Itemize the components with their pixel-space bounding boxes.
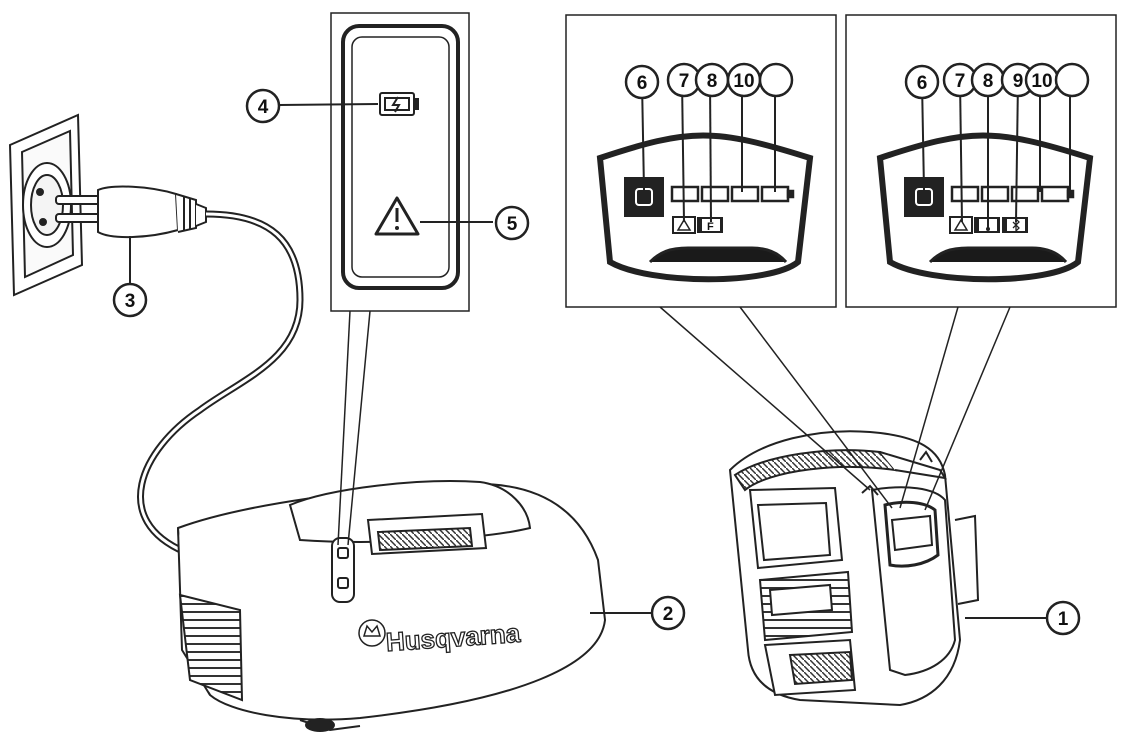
callout-label-right-7: 7 — [955, 71, 966, 92]
battery-charging-icon — [379, 92, 419, 116]
charger — [176, 480, 607, 732]
callout-label-right-6: 6 — [917, 73, 928, 94]
panel-warning-icon — [949, 216, 973, 234]
callout-label-1: 1 — [1058, 609, 1069, 630]
charger-detail-box — [330, 12, 470, 546]
callout-label-3: 3 — [125, 291, 136, 312]
callout-label-right-9: 9 — [1013, 71, 1024, 92]
battery-panel-detail-right — [845, 14, 1117, 511]
power-cable — [137, 210, 304, 556]
panel-temperature-icon: F — [697, 217, 723, 233]
warning-triangle-icon — [374, 196, 420, 236]
callout-label-right-8: 8 — [983, 71, 994, 92]
battery-panel-detail-left: F — [565, 14, 893, 509]
callout-label-left-10: 10 — [733, 71, 754, 92]
callout-label-left-8: 8 — [707, 71, 718, 92]
charge-level-indicator — [950, 185, 1075, 203]
callout-label-right-10: 10 — [1031, 71, 1052, 92]
callout-circles — [112, 62, 1090, 636]
power-plug — [55, 185, 207, 239]
callout-label-4: 4 — [258, 97, 269, 118]
callout-label-left-6: 6 — [637, 73, 648, 94]
panel-temperature-icon — [974, 217, 1000, 233]
callout-label-left-7: 7 — [679, 71, 690, 92]
charge-level-indicator — [670, 185, 795, 203]
wall-socket — [8, 113, 84, 297]
callout-label-2: 2 — [663, 604, 674, 625]
panel-bluetooth-icon — [1002, 217, 1028, 233]
callout-label-5: 5 — [507, 214, 518, 235]
callout-labels: 4 5 3 2 1 6 7 8 10 6 7 8 9 10 — [125, 71, 1069, 630]
svg-text:F: F — [707, 221, 714, 233]
brand-crown-icon — [358, 619, 386, 647]
